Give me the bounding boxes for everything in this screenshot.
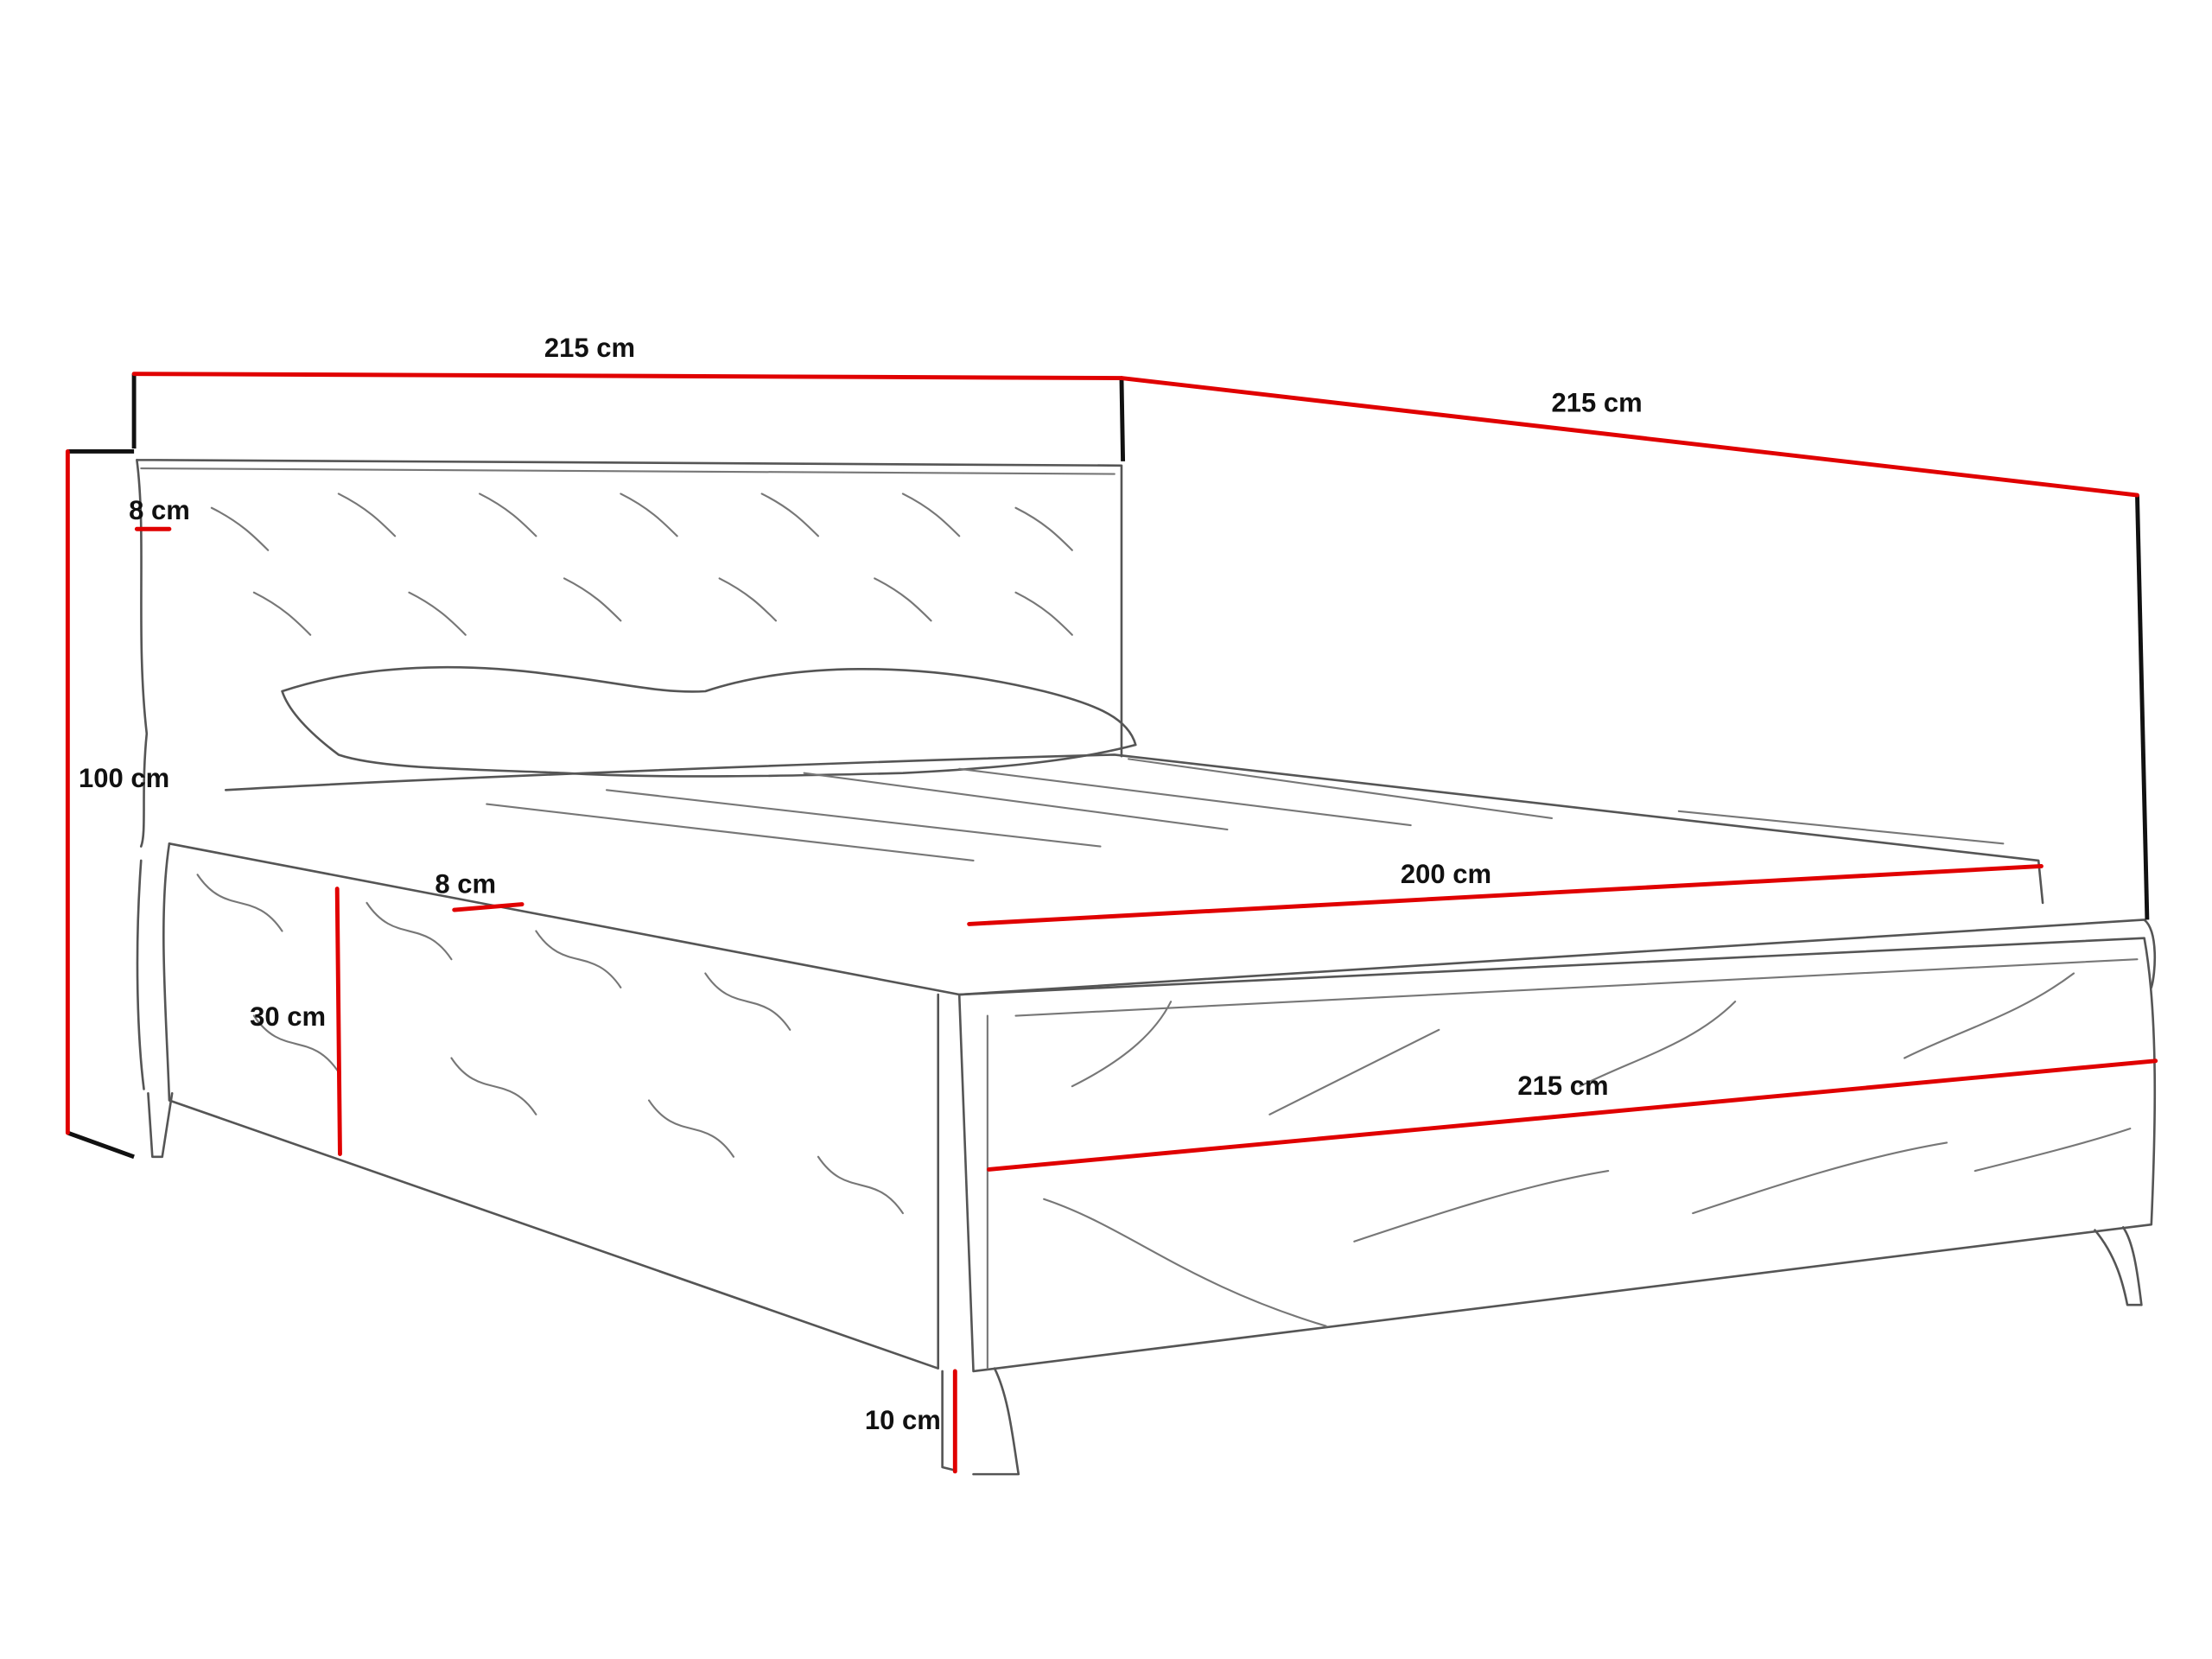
mattress-length-line — [967, 864, 2044, 926]
total-height-label: 100 cm — [79, 763, 169, 793]
dimension-lines — [65, 372, 2158, 1474]
bed-sketch — [136, 458, 2157, 1476]
extension-lines — [67, 373, 2150, 1160]
bed-length-label: 215 cm — [1552, 388, 1643, 418]
frame-thickness-label: 8 cm — [435, 868, 496, 899]
headboard-width-line — [131, 372, 1124, 380]
headboard-thickness-label: 8 cm — [129, 495, 190, 525]
mattress-length-label: 200 cm — [1401, 859, 1491, 889]
footboard-width-label: 215 cm — [1517, 1071, 1608, 1101]
headboard-width-label: 215 cm — [544, 333, 635, 363]
leg-height-label: 10 cm — [865, 1405, 941, 1435]
frame-thickness-line — [452, 902, 524, 912]
dimension-labels: 215 cm 215 cm 8 cm 100 cm 8 cm 200 cm 30… — [79, 333, 1643, 1435]
frame-height-label: 30 cm — [250, 1001, 326, 1032]
footboard-width-line — [987, 1058, 2158, 1172]
frame-height-line — [334, 887, 342, 1156]
bed-length-line — [1119, 376, 2139, 498]
